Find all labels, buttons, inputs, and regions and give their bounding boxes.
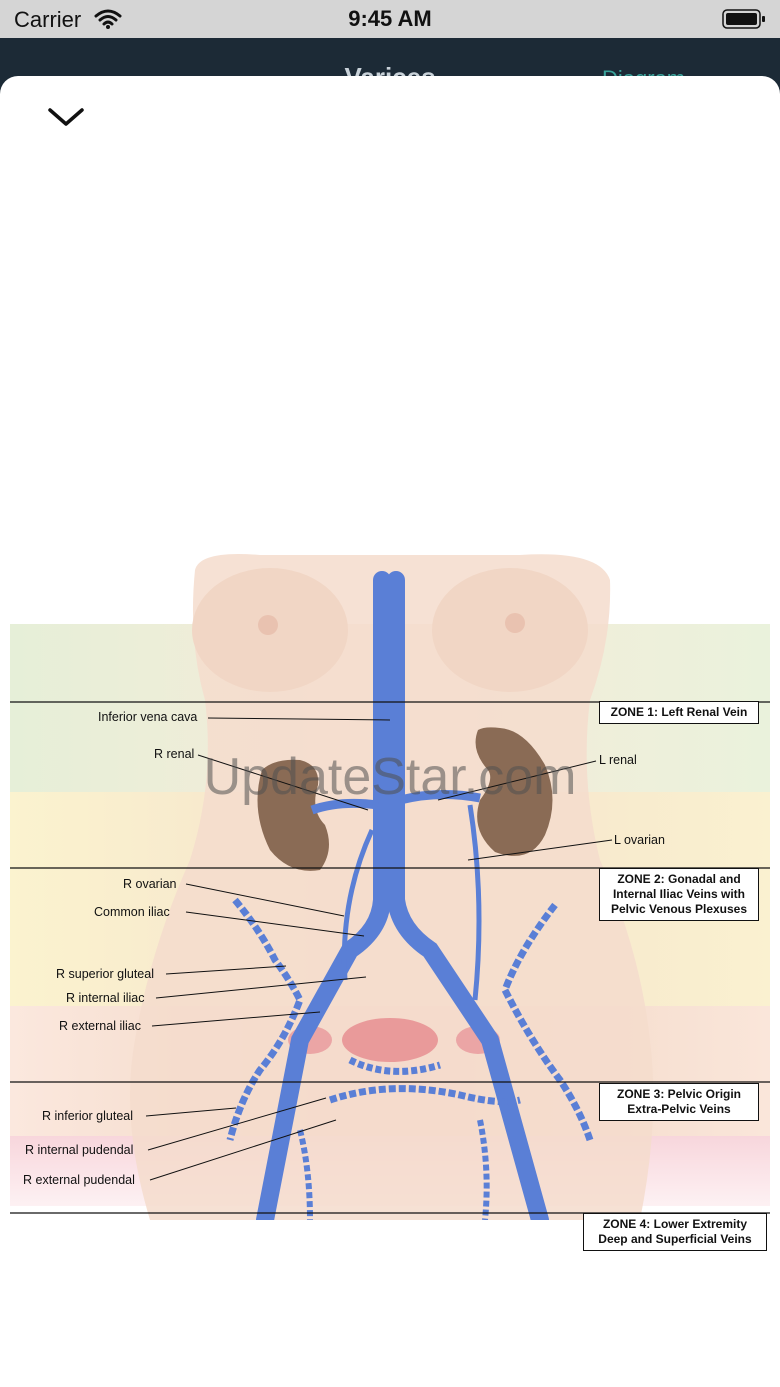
collapse-button[interactable] [44, 102, 88, 136]
zone3-box: ZONE 3: Pelvic Origin Extra-Pelvic Veins [599, 1083, 759, 1121]
battery-icon [722, 9, 766, 34]
watermark: UpdateStar.com [203, 748, 577, 806]
zone2-box: ZONE 2: Gonadal and Internal Iliac Veins… [599, 868, 759, 921]
zone1-box: ZONE 1: Left Renal Vein [599, 701, 759, 724]
label-r-inferior-gluteal: R inferior gluteal [42, 1109, 134, 1123]
label-r-external-iliac: R external iliac [59, 1019, 141, 1033]
anatomy-illustration [10, 554, 770, 1220]
zone2-line3: Pelvic Venous Plexuses [610, 902, 748, 916]
label-r-internal-iliac: R internal iliac [66, 991, 145, 1005]
zone4-box: ZONE 4: Lower Extremity Deep and Superfi… [583, 1213, 767, 1251]
chevron-down-icon [48, 108, 84, 126]
label-r-ovarian: R ovarian [123, 877, 177, 891]
label-r-external-pudendal: R external pudendal [23, 1173, 135, 1187]
label-r-renal: R renal [154, 747, 195, 761]
zone2-line2: Internal Iliac Veins with [612, 887, 746, 901]
label-l-renal: L renal [599, 753, 637, 767]
zone2-line1: ZONE 2: Gonadal and [617, 872, 741, 886]
venous-zones-diagram: Inferior vena cava R renal L renal L ova… [0, 480, 780, 1251]
label-r-internal-pudendal: R internal pudendal [25, 1143, 134, 1157]
status-bar: Carrier 9:45 AM [0, 0, 780, 38]
carrier-label: Carrier [14, 7, 82, 32]
zone1-text: ZONE 1: Left Renal Vein [610, 705, 748, 719]
image-viewer-sheet: Inferior vena cava R renal L renal L ova… [0, 76, 780, 1387]
zone4-line2: Deep and Superficial Veins [598, 1232, 752, 1246]
label-r-superior-gluteal: R superior gluteal [56, 967, 154, 981]
label-ivc: Inferior vena cava [98, 710, 198, 724]
label-common-iliac: Common iliac [94, 905, 170, 919]
clock: 9:45 AM [348, 6, 432, 31]
label-l-ovarian: L ovarian [614, 833, 665, 847]
zone4-line1: ZONE 4: Lower Extremity [602, 1217, 748, 1231]
zone3-line1: ZONE 3: Pelvic Origin [616, 1087, 742, 1101]
wifi-icon [94, 8, 122, 35]
zone3-line2: Extra-Pelvic Veins [627, 1102, 731, 1116]
